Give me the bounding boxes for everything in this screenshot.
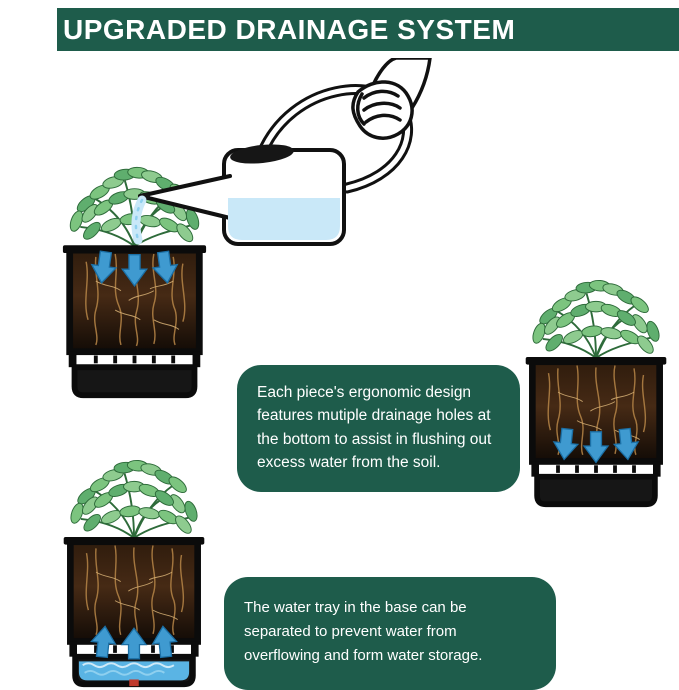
can-opening [230, 144, 294, 164]
hand [351, 80, 414, 140]
drain-plug [129, 679, 139, 687]
drainage-holes-text: Each piece's ergonomic design features m… [257, 384, 492, 471]
water-tray-callout: The water tray in the base can be separa… [224, 577, 556, 690]
pot-cross-section-water-storage-tray-icon [58, 458, 210, 690]
hand-pouring-watering-can-icon [131, 58, 432, 246]
page-title: UPGRADED DRAINAGE SYSTEM [63, 13, 516, 45]
water-in-can [228, 198, 340, 240]
water-in-arrows-icon [88, 249, 181, 287]
water-stream-icon [131, 195, 147, 245]
water-drain-arrows-icon [551, 427, 641, 464]
drainage-holes-callout: Each piece's ergonomic design features m… [237, 365, 520, 492]
pot-shell [526, 357, 667, 504]
pot-cross-section-draining-down-icon [520, 278, 672, 511]
plant-foliage [67, 458, 201, 539]
water-up-arrows-icon [89, 624, 179, 660]
header-banner: UPGRADED DRAINAGE SYSTEM [57, 8, 679, 51]
plant-foliage [529, 278, 663, 359]
water-tray-text: The water tray in the base can be separa… [244, 599, 483, 664]
stored-water [78, 661, 190, 681]
